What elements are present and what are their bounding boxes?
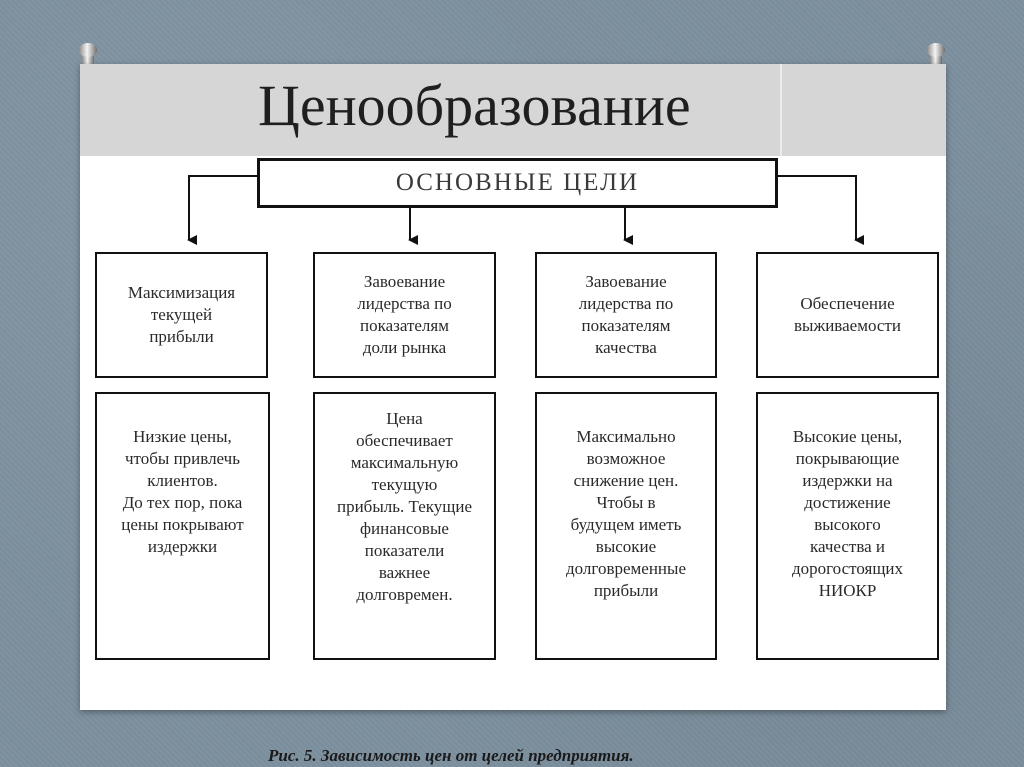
connector-arrow-1 [187,175,257,245]
slide: Ценообразование ОСНОВНЫЕ ЦЕЛИ Максимизац… [80,64,946,765]
title-band-divider [780,64,782,156]
strategy-box-4: Высокие цены, покрывающие издержки на до… [756,392,939,660]
connector-arrow-4 [778,175,864,245]
figure-caption: Рис. 5. Зависимость цен от целей предпри… [268,746,634,765]
goal-box-4: Обеспечение выживаемости [756,252,939,378]
strategy-box-3: Максимально возможное снижение цен. Чтоб… [535,392,717,660]
title-band: Ценообразование [80,64,946,156]
strategy-box-1: Низкие цены, чтобы привлечь клиентов. До… [95,392,270,660]
strategy-box-2: Цена обеспечивает максимальную текущую п… [313,392,496,660]
goal-box-1: Максимизация текущей прибыли [95,252,268,378]
main-goal-box: ОСНОВНЫЕ ЦЕЛИ [257,158,778,208]
goal-box-3: Завоевание лидерства по показателям каче… [535,252,717,378]
slide-title: Ценообразование [258,73,691,138]
goal-box-2: Завоевание лидерства по показателям доли… [313,252,496,378]
diagram-area: ОСНОВНЫЕ ЦЕЛИ Максимизация текущей прибы… [88,156,942,765]
